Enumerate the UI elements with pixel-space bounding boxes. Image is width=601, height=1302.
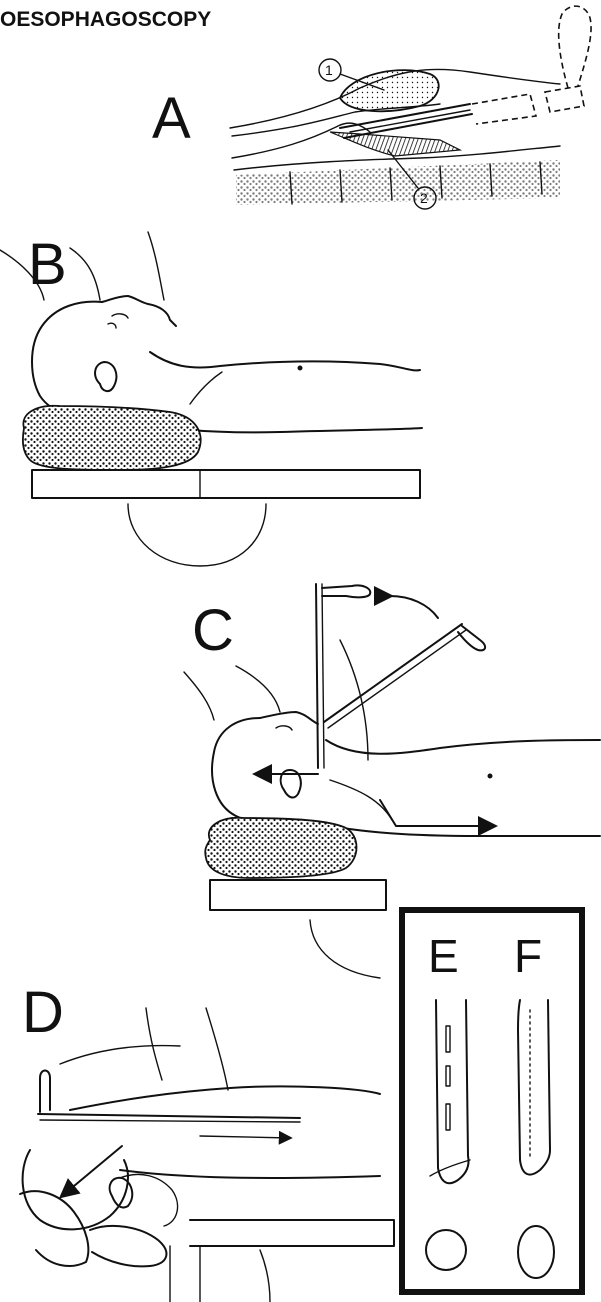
vertebrae-band (236, 160, 560, 205)
c-scope-vertical-2 (322, 584, 324, 768)
d-torso-bottom (120, 1170, 380, 1178)
c-scope-angled-2 (328, 630, 466, 728)
panel-a: A 1 2 (152, 6, 591, 209)
c-eye (276, 726, 292, 730)
panel-e-label: E (428, 930, 459, 982)
b-nipple (298, 366, 302, 370)
c-face-profile (260, 712, 318, 724)
panel-d: D (20, 980, 394, 1302)
c-rotation-arrow (390, 596, 438, 618)
scope-dashed-light (545, 86, 584, 112)
d-bg-line-2 (146, 1008, 162, 1080)
d-scope (38, 1114, 300, 1118)
d-arrow-left (62, 1146, 122, 1196)
c-forearm (330, 780, 392, 820)
d-table-cutout (260, 1250, 270, 1302)
panel-b-label: B (28, 232, 67, 297)
callout-2: 2 (420, 190, 428, 206)
panel-ef: E F (402, 910, 582, 1292)
c-nipple (488, 774, 492, 778)
callout-1: 1 (325, 62, 333, 78)
d-bg-line-1 (60, 1046, 180, 1064)
b-brow (108, 323, 116, 328)
b-eye (112, 314, 128, 318)
d-hand-right (90, 1226, 166, 1266)
b-collar (190, 372, 222, 404)
scope-dashed-handle (559, 6, 591, 88)
c-pillow (205, 818, 356, 878)
d-torso-top (70, 1086, 380, 1110)
scope-dashed-body (472, 94, 536, 124)
d-scope-2 (40, 1120, 300, 1122)
panel-c-label: C (192, 598, 234, 663)
b-bg-line-2 (70, 248, 100, 300)
b-face-profile (102, 296, 176, 326)
structure-2-hatched (330, 132, 460, 156)
scope-tube-mid (350, 110, 470, 132)
b-table-cutout (128, 504, 266, 566)
d-arrow-right (200, 1136, 290, 1138)
c-table (210, 880, 386, 910)
b-table (32, 470, 420, 498)
c-bg-line-1 (184, 672, 214, 720)
d-head (23, 1150, 128, 1229)
b-ear (95, 362, 116, 391)
d-table (190, 1220, 394, 1246)
b-head-back (32, 302, 104, 419)
b-pillow (23, 406, 201, 470)
c-scope-handle-vertical (322, 585, 370, 597)
d-scope-handle (40, 1071, 50, 1113)
c-scope-vertical (316, 584, 318, 768)
panel-f-label: F (514, 930, 542, 982)
b-torso-top (150, 352, 420, 370)
c-scope-angled (324, 624, 462, 722)
panel-d-label: D (22, 980, 64, 1045)
panel-a-label: A (152, 86, 191, 151)
figure-title: OESOPHAGOSCOPY (0, 8, 211, 31)
d-bg-line-3 (206, 1008, 228, 1090)
c-scope-handle-angled (458, 626, 485, 650)
structure-1-oval (340, 70, 439, 111)
c-arrow-right (380, 800, 494, 826)
d-table-legs (170, 1246, 200, 1302)
c-table-cutout (310, 920, 380, 978)
c-bg-line-2 (236, 666, 280, 712)
panel-b: B (0, 232, 422, 566)
b-bg-line-3 (148, 232, 164, 300)
